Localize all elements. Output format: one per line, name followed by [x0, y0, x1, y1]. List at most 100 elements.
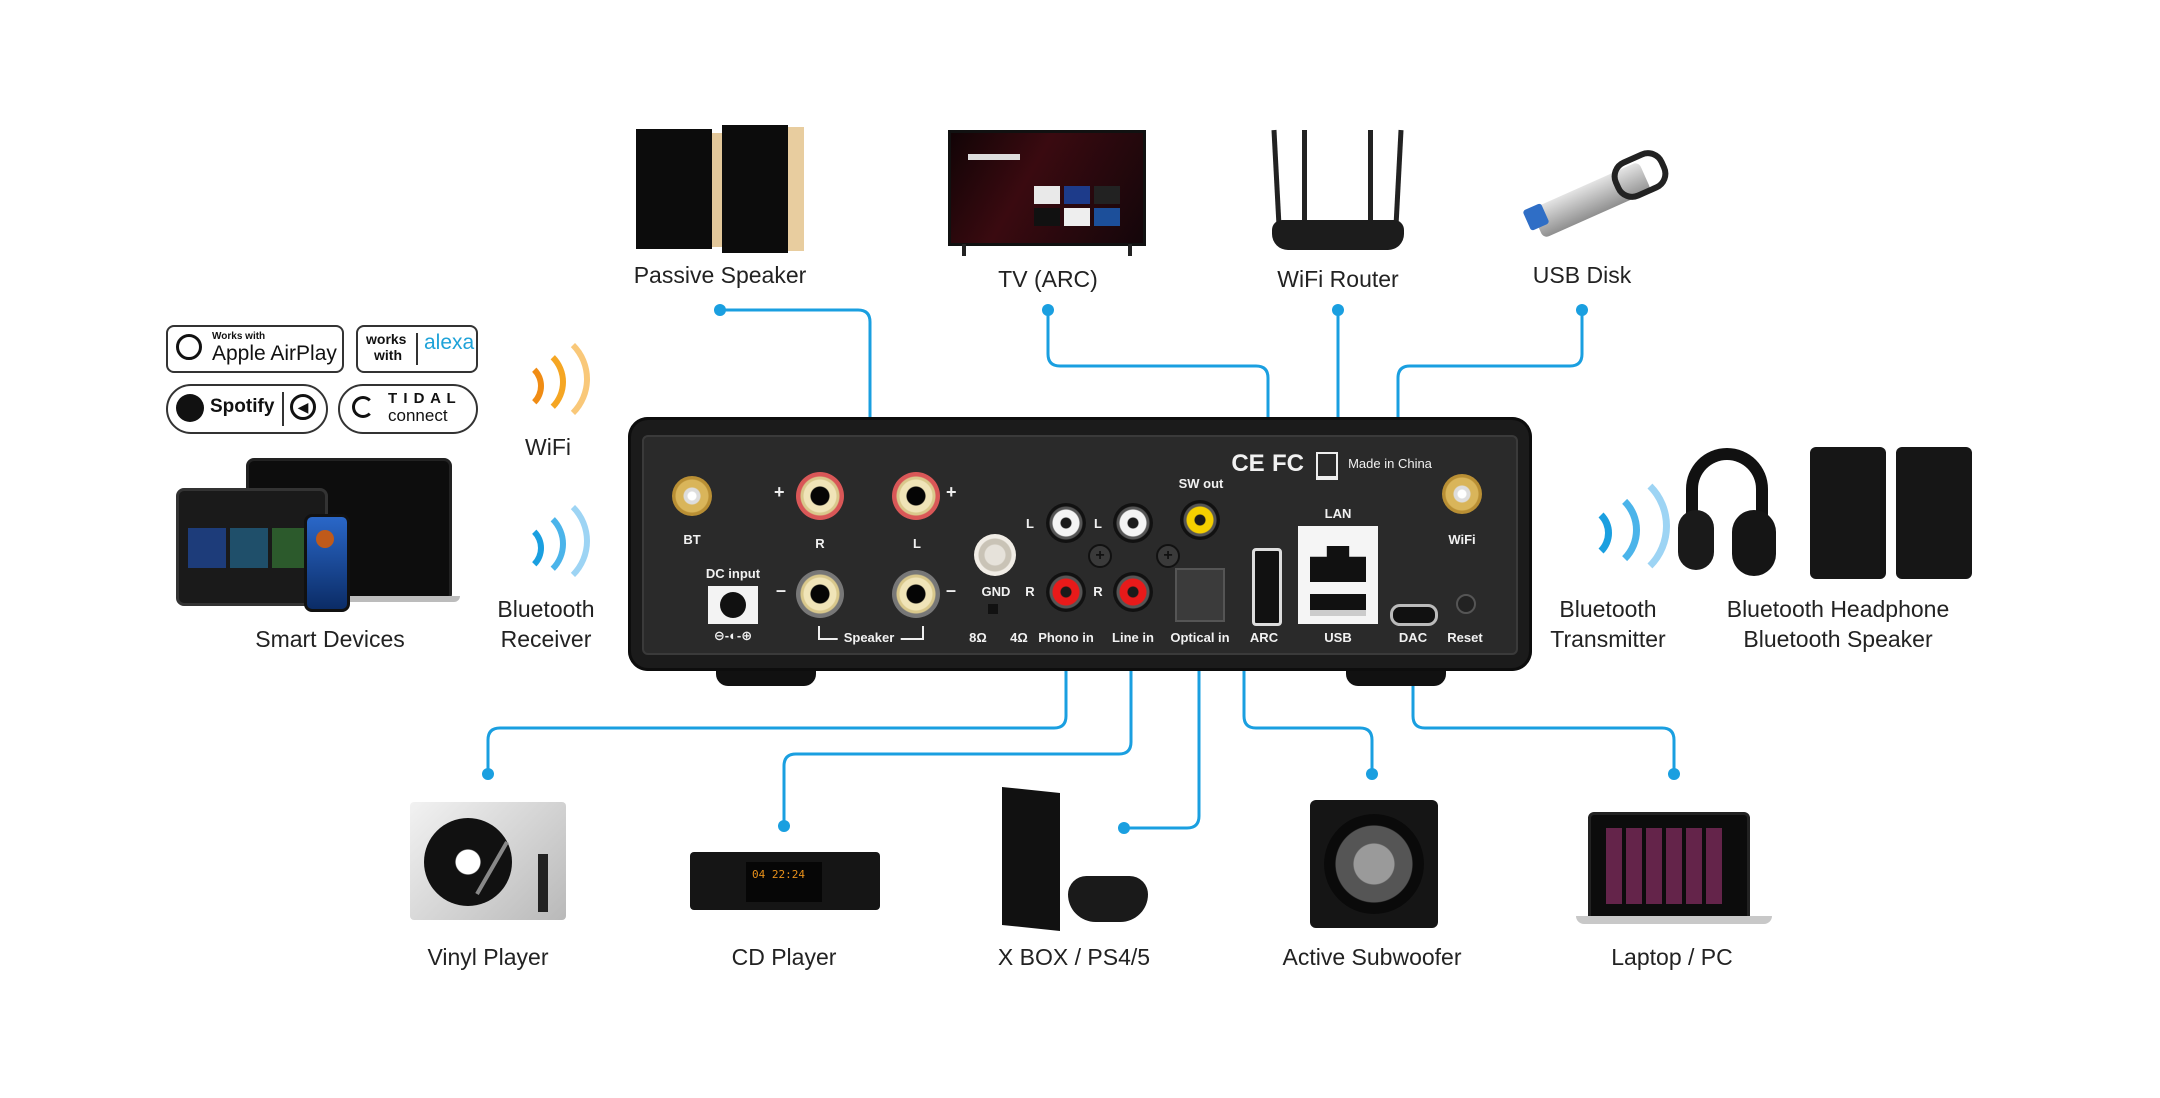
usb-a-port[interactable]	[1310, 594, 1366, 616]
airplay-small-text: Works with	[212, 331, 266, 342]
dc-input-jack[interactable]	[708, 586, 758, 624]
airplay-badge: Works with Apple AirPlay	[166, 325, 344, 373]
wire-vinyl-phono	[486, 643, 1068, 776]
label-8-ohm: 8Ω	[969, 630, 987, 645]
label-bt-receiver-2: Receiver	[500, 626, 592, 652]
label-phono-in: Phono in	[1038, 630, 1094, 645]
label-usb: USB	[1324, 630, 1352, 645]
label-cd-player: CD Player	[731, 944, 837, 970]
ce-mark: CE	[1231, 450, 1265, 477]
wifi-waves-icon	[518, 328, 590, 430]
spotify-icon	[176, 394, 204, 422]
label-bt-receiver-1: Bluetooth	[497, 596, 595, 622]
plus-sign-l: +	[946, 482, 957, 502]
airplay-big-text: Apple AirPlay	[212, 342, 337, 365]
label-sw-out: SW out	[1178, 476, 1224, 491]
bt-speaker-image	[1810, 447, 1972, 579]
label-smart-devices: Smart Devices	[255, 626, 405, 652]
sw-out-jack[interactable]	[1180, 500, 1220, 540]
label-optical-in: Optical in	[1170, 630, 1230, 645]
wifi-antenna-connector[interactable]	[1442, 474, 1482, 514]
speaker-r-minus-terminal[interactable]	[796, 570, 844, 618]
label-wifi-router: WiFi Router	[1277, 266, 1399, 292]
badge-divider	[416, 333, 418, 365]
connect-text: connect	[388, 406, 448, 425]
impedance-switch[interactable]	[988, 604, 998, 614]
speaker-icon: ◀	[290, 394, 316, 420]
wire-dot	[1366, 768, 1378, 780]
speaker-l-plus-terminal[interactable]	[892, 472, 940, 520]
label-panel-wifi: WiFi	[1448, 532, 1476, 547]
label-line-r: R	[1093, 584, 1103, 599]
gnd-terminal[interactable]	[974, 534, 1016, 576]
label-phono-r: R	[1025, 584, 1035, 599]
minus-sign-l: –	[946, 580, 957, 600]
plus-sign-r: +	[774, 482, 785, 502]
label-passive-speaker: Passive Speaker	[633, 262, 807, 288]
wire-laptop-dac	[1411, 643, 1676, 776]
wire-cd-line	[782, 643, 1133, 828]
bluetooth-transmitter-waves-icon	[1580, 466, 1670, 586]
label-arc: ARC	[1249, 630, 1279, 645]
wire-dot	[714, 304, 726, 316]
wire-dot	[1118, 822, 1130, 834]
console-image	[1002, 786, 1152, 932]
label-speaker-r: R	[815, 536, 825, 551]
label-line-in: Line in	[1112, 630, 1154, 645]
phono-in-r-jack[interactable]	[1046, 572, 1086, 612]
label-vinyl-player: Vinyl Player	[427, 944, 549, 970]
label-gnd: GND	[981, 584, 1011, 599]
label-speaker-l: L	[913, 536, 921, 551]
label-usb-disk: USB Disk	[1532, 262, 1632, 288]
label-console: X BOX / PS4/5	[997, 944, 1151, 970]
badge-divider	[282, 392, 284, 426]
wire-dot	[1668, 768, 1680, 780]
label-reset: Reset	[1447, 630, 1483, 645]
reset-button[interactable]	[1456, 594, 1476, 614]
headphone-image	[1678, 448, 1778, 578]
usb-c-dac-port[interactable]	[1390, 604, 1438, 626]
line-in-l-jack[interactable]	[1113, 503, 1153, 543]
amplifier-rear-panel	[628, 417, 1532, 671]
screw-icon: +	[1156, 544, 1180, 568]
laptop-image	[1576, 812, 1772, 926]
hdmi-arc-port[interactable]	[1252, 548, 1282, 626]
spotify-badge: Spotify ◀	[166, 384, 328, 434]
wifi-router-image	[1268, 129, 1408, 254]
label-made-in-china: Made in China	[1348, 456, 1432, 471]
usb-disk-image	[1520, 144, 1675, 239]
label-bt-transmitter-1: Bluetooth	[1559, 596, 1657, 622]
speaker-r-plus-terminal[interactable]	[796, 472, 844, 520]
tidal-icon	[352, 396, 374, 418]
label-dac: DAC	[1398, 630, 1428, 645]
phono-in-l-jack[interactable]	[1046, 503, 1086, 543]
wire-tv-arc	[1046, 308, 1270, 594]
label-bt-headphone: Bluetooth Headphone	[1726, 596, 1950, 622]
alexa-works-text: works	[366, 331, 407, 347]
tidal-connect-badge: T I D A L connect	[338, 384, 478, 434]
label-laptop: Laptop / PC	[1611, 944, 1733, 970]
screw-icon: +	[1088, 544, 1112, 568]
passive-speaker-image	[636, 125, 806, 253]
label-4-ohm: 4Ω	[1010, 630, 1028, 645]
alexa-brand-text: alexa	[424, 331, 475, 354]
speaker-l-minus-terminal[interactable]	[892, 570, 940, 618]
bluetooth-receiver-waves-icon	[518, 490, 590, 592]
bt-antenna-connector[interactable]	[672, 476, 712, 516]
label-bt-speaker: Bluetooth Speaker	[1743, 626, 1933, 652]
optical-in-port[interactable]	[1175, 568, 1225, 622]
wire-dot	[1576, 304, 1588, 316]
airplay-icon	[176, 334, 202, 360]
tv-image	[948, 130, 1146, 256]
cd-player-image: 04 22:24	[690, 852, 880, 910]
wire-dot	[778, 820, 790, 832]
spotify-text: Spotify	[210, 396, 275, 417]
label-dc-input: DC input	[705, 566, 761, 581]
label-line-l: L	[1094, 516, 1102, 531]
dc-polarity-symbol: ⊖-◐-⊕	[713, 628, 753, 643]
minus-sign-r: –	[776, 580, 787, 600]
line-in-r-jack[interactable]	[1113, 572, 1153, 612]
wire-dot	[1042, 304, 1054, 316]
label-lan: LAN	[1324, 506, 1352, 521]
